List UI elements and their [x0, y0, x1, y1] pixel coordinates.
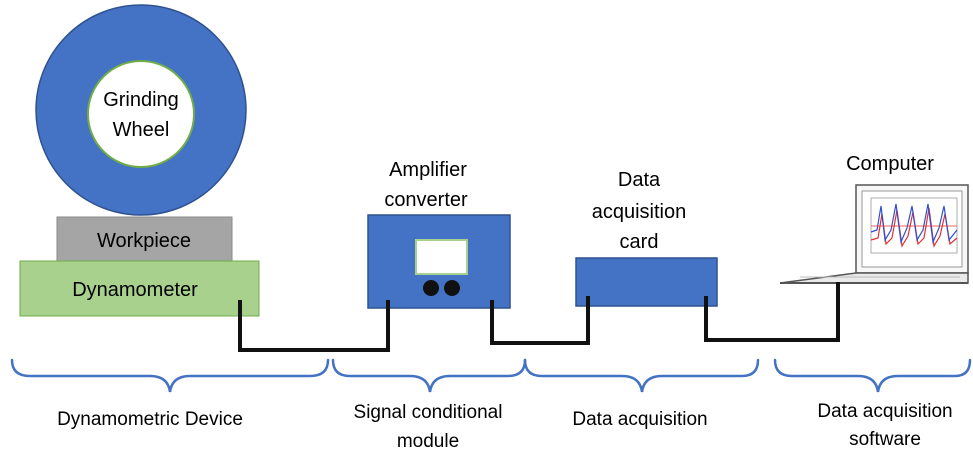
workpiece-label: Workpiece	[97, 230, 191, 252]
computer: Computer	[779, 153, 969, 284]
cable-dynamometer-amplifier	[238, 300, 390, 352]
group-label-0-line1: Dynamometric Device	[57, 409, 243, 430]
daq-label-line2: acquisition	[592, 201, 687, 223]
computer-label: Computer	[846, 153, 934, 175]
brace-daq-software	[773, 358, 972, 393]
daq-label-line1: Data	[618, 169, 661, 191]
wheel-label-line2: Wheel	[113, 119, 170, 141]
dynamometer: Dynamometer	[19, 260, 260, 317]
group-labels: Dynamometric Device Signal conditional m…	[57, 401, 953, 452]
group-label-1-line1: Signal conditional	[354, 402, 503, 423]
grinding-wheel: Grinding Wheel	[35, 4, 247, 216]
amplifier-converter: Amplifier converter	[367, 159, 511, 309]
brace-data-acquisition	[523, 358, 760, 393]
daq-card-box	[575, 257, 718, 307]
wheel-hub	[87, 60, 195, 168]
amplifier-knob-left	[423, 280, 439, 296]
group-braces	[10, 358, 972, 393]
brace-dynamometric-device	[10, 358, 330, 393]
daq-label-line3: card	[620, 231, 659, 253]
group-label-3-line2: software	[849, 429, 921, 450]
group-label-1-line2: module	[397, 431, 459, 452]
group-label-2-line1: Data acquisition	[572, 409, 707, 430]
screen-plot	[870, 197, 958, 254]
cable-daq-computer	[704, 282, 840, 342]
amplifier-label-line2: converter	[384, 189, 468, 211]
dynamometer-block	[19, 260, 260, 317]
group-label-3-line1: Data acquisition	[817, 401, 952, 422]
data-acquisition-card: Data acquisition card	[575, 169, 718, 307]
amplifier-knob-right	[444, 280, 460, 296]
amplifier-label-line1: Amplifier	[389, 159, 467, 181]
dynamometer-label: Dynamometer	[72, 279, 198, 301]
amplifier-display	[415, 239, 468, 275]
workpiece-block	[56, 216, 233, 262]
wheel-label-line1: Grinding	[103, 89, 179, 111]
workpiece: Workpiece	[56, 216, 233, 262]
brace-signal-conditional	[331, 358, 527, 393]
cable-amplifier-daq	[490, 296, 590, 345]
laptop-icon	[779, 184, 969, 284]
signal-cables	[238, 282, 840, 352]
